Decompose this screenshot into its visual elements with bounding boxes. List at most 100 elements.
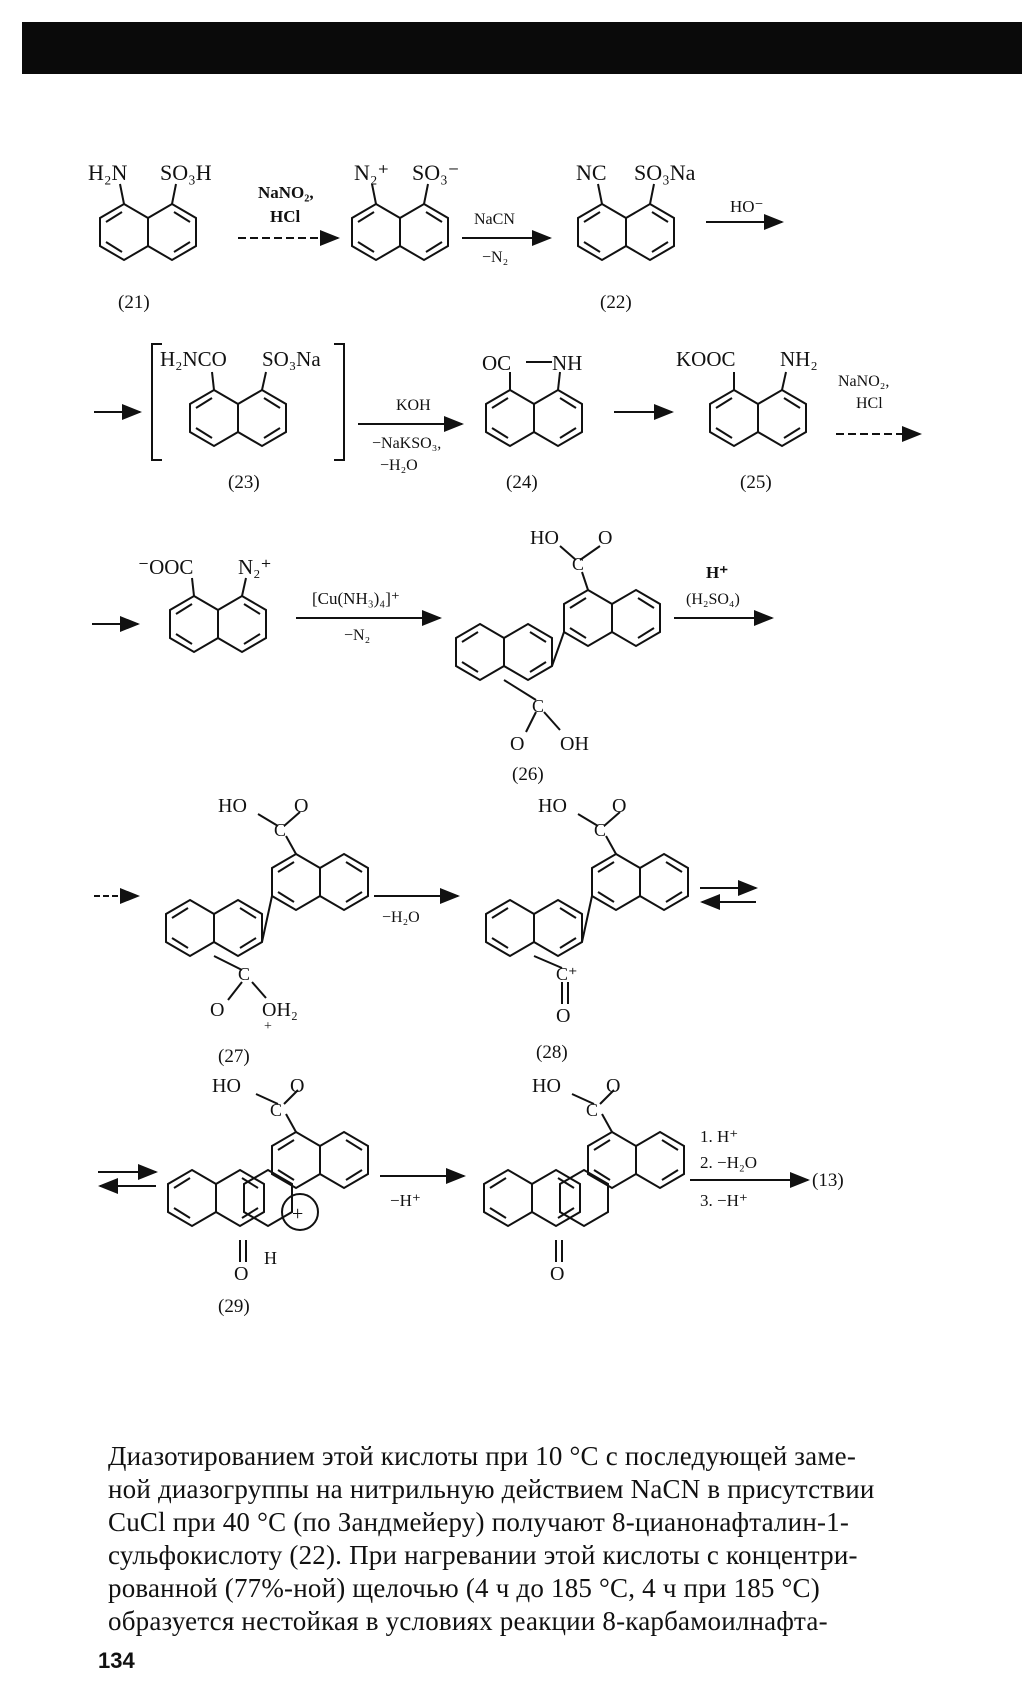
page-number: 134 bbox=[98, 1648, 135, 1673]
r4-middle: −NaKSO₃, bbox=[372, 435, 441, 452]
c21-sub-right: SO₃H bbox=[160, 160, 212, 185]
c21-label: (21) bbox=[118, 292, 150, 313]
paragraph-line: CuCl при 40 °С (по Зандмейеру) получают … bbox=[108, 1507, 850, 1537]
c27-plus: + bbox=[264, 1019, 272, 1034]
r4-bottom: −H₂O bbox=[380, 457, 418, 474]
r1-bottom: HCl bbox=[270, 207, 301, 226]
c27-ho: HO bbox=[218, 795, 247, 817]
reaction-scheme: H₂N SO₃H (21) NaNO₂, HCl N₂⁺ SO₃⁻ NaCN −… bbox=[88, 160, 922, 1317]
c30-ho: HO bbox=[532, 1075, 561, 1097]
c22-sub-left: NC bbox=[576, 160, 607, 185]
r6-bottom: −N₂ bbox=[344, 627, 370, 644]
c27-c-top: C bbox=[274, 820, 286, 840]
c28-ho: HO bbox=[538, 795, 567, 817]
r2-bottom: −N₂ bbox=[482, 249, 508, 266]
c28-o2: O bbox=[556, 1005, 570, 1027]
arrow-6: NaNO₂, HCl bbox=[836, 373, 922, 442]
c26-ho: HO bbox=[530, 527, 559, 549]
r9: −H⁺ bbox=[390, 1191, 421, 1210]
r7-top: H⁺ bbox=[706, 563, 728, 582]
compound-30: HO O C O bbox=[483, 1075, 685, 1285]
compound-25: KOOC NH₂ (25) bbox=[676, 347, 818, 493]
c29-ho: HO bbox=[212, 1075, 241, 1097]
c27-o: O bbox=[294, 795, 308, 817]
c24-sub-left: OC bbox=[482, 351, 511, 375]
c23-sub-left: H₂NCO bbox=[160, 347, 227, 371]
r3-top: HO⁻ bbox=[730, 197, 764, 216]
arrow-10: −H⁺ bbox=[380, 1168, 466, 1210]
c26-c-bottom: C bbox=[532, 696, 544, 716]
arrow-11: 1. H⁺ 2. −H₂O 3. −H⁺ (13) bbox=[690, 1127, 844, 1210]
c27-oh2: OH₂ bbox=[262, 999, 298, 1021]
paragraph-line: сульфокислоту (22). При нагревании этой … bbox=[108, 1540, 858, 1570]
c24-label: (24) bbox=[506, 472, 538, 493]
page-header-bar bbox=[22, 22, 1022, 74]
final-product-label: (13) bbox=[812, 1170, 844, 1191]
c26-oh: OH bbox=[560, 733, 589, 755]
c27-o2: O bbox=[210, 999, 224, 1021]
c30-c: C bbox=[586, 1100, 598, 1120]
arrow-3: HO⁻ bbox=[706, 197, 784, 230]
c28-label: (28) bbox=[536, 1042, 568, 1063]
equilibrium-1 bbox=[700, 880, 758, 910]
r6-top: [Cu(NH₃)₄]⁺ bbox=[312, 589, 400, 608]
paragraph-line: Диазотированием этой кислоты при 10 °С с… bbox=[108, 1441, 857, 1471]
c23-sub-right: SO₃Na bbox=[262, 347, 321, 371]
compound-26: HO O C C O OH (26) bbox=[455, 527, 661, 785]
r10-step2: 2. −H₂O bbox=[700, 1153, 757, 1172]
zwit-sub-left: ⁻OOC bbox=[138, 555, 193, 579]
c29-h: H bbox=[264, 1248, 277, 1268]
c25-label: (25) bbox=[740, 472, 772, 493]
c24-sub-right: NH bbox=[552, 351, 582, 375]
arrow-8: H⁺ (H₂SO₄) bbox=[674, 563, 774, 626]
compound-21: H₂N SO₃H (21) bbox=[88, 160, 212, 313]
c26-o: O bbox=[598, 527, 612, 549]
compound-22: NC SO₃Na (22) bbox=[576, 160, 696, 313]
c28-cplus: C⁺ bbox=[556, 964, 578, 984]
arrow-4: KOH −NaKSO₃, −H₂O bbox=[358, 397, 464, 474]
c29-o: O bbox=[290, 1075, 304, 1097]
r10-step1: 1. H⁺ bbox=[700, 1127, 738, 1146]
diazo-sub-left: N₂⁺ bbox=[354, 160, 389, 185]
compound-24: OC NH (24) bbox=[482, 351, 583, 493]
c29-o2: O bbox=[234, 1263, 248, 1285]
zwit-sub-right: N₂⁺ bbox=[238, 555, 272, 579]
c26-c-top: C bbox=[572, 554, 584, 574]
paragraph-line: ной диазогруппы на нитрильную действием … bbox=[108, 1474, 875, 1504]
c22-label: (22) bbox=[600, 292, 632, 313]
body-paragraph: Диазотированием этой кислоты при 10 °С с… bbox=[108, 1440, 994, 1638]
c28-o: O bbox=[612, 795, 626, 817]
compound-23: H₂NCO SO₃Na (23) bbox=[151, 343, 345, 493]
r5-bottom: HCl bbox=[856, 395, 883, 412]
diazo-sub-right: SO₃⁻ bbox=[412, 160, 459, 185]
zwitterion: ⁻OOC N₂⁺ bbox=[138, 555, 272, 653]
compound-28: HO O C C⁺ O (28) bbox=[485, 795, 689, 1063]
r10-step3: 3. −H⁺ bbox=[700, 1191, 748, 1210]
c21-sub-left: H₂N bbox=[88, 160, 128, 185]
c29-c: C bbox=[270, 1100, 282, 1120]
r4-top: KOH bbox=[396, 397, 431, 414]
r1-top: NaNO₂, bbox=[258, 183, 314, 202]
arrow-9: −H₂O bbox=[374, 888, 460, 926]
r5-top: NaNO₂, bbox=[838, 373, 889, 390]
r2-top: NaCN bbox=[474, 211, 515, 228]
c27-label: (27) bbox=[218, 1046, 250, 1067]
compound-27: HO O C C O OH₂ + (27) bbox=[165, 795, 369, 1067]
c28-c-top: C bbox=[594, 820, 606, 840]
c29-label: (29) bbox=[218, 1296, 250, 1317]
c30-o2: O bbox=[550, 1263, 564, 1285]
arrow-7: [Cu(NH₃)₄]⁺ −N₂ bbox=[296, 589, 442, 644]
arrow-2: NaCN −N₂ bbox=[462, 211, 552, 266]
arrow-1: NaNO₂, HCl bbox=[238, 183, 340, 246]
paragraph-line: рованной (77%-ной) щелочью (4 ч до 185 °… bbox=[108, 1573, 820, 1603]
c25-sub-right: NH₂ bbox=[780, 347, 818, 371]
r7-bottom: (H₂SO₄) bbox=[686, 591, 740, 608]
c26-o2: O bbox=[510, 733, 524, 755]
diazonium-sulfonate: N₂⁺ SO₃⁻ bbox=[351, 160, 459, 261]
c30-o: O bbox=[606, 1075, 620, 1097]
c29-ring-plus: + bbox=[292, 1203, 303, 1225]
c27-c-bottom: C bbox=[238, 964, 250, 984]
c26-label: (26) bbox=[512, 764, 544, 785]
paragraph-line: образуется нестойкая в условиях реакции … bbox=[108, 1606, 828, 1636]
c22-sub-right: SO₃Na bbox=[634, 160, 696, 185]
